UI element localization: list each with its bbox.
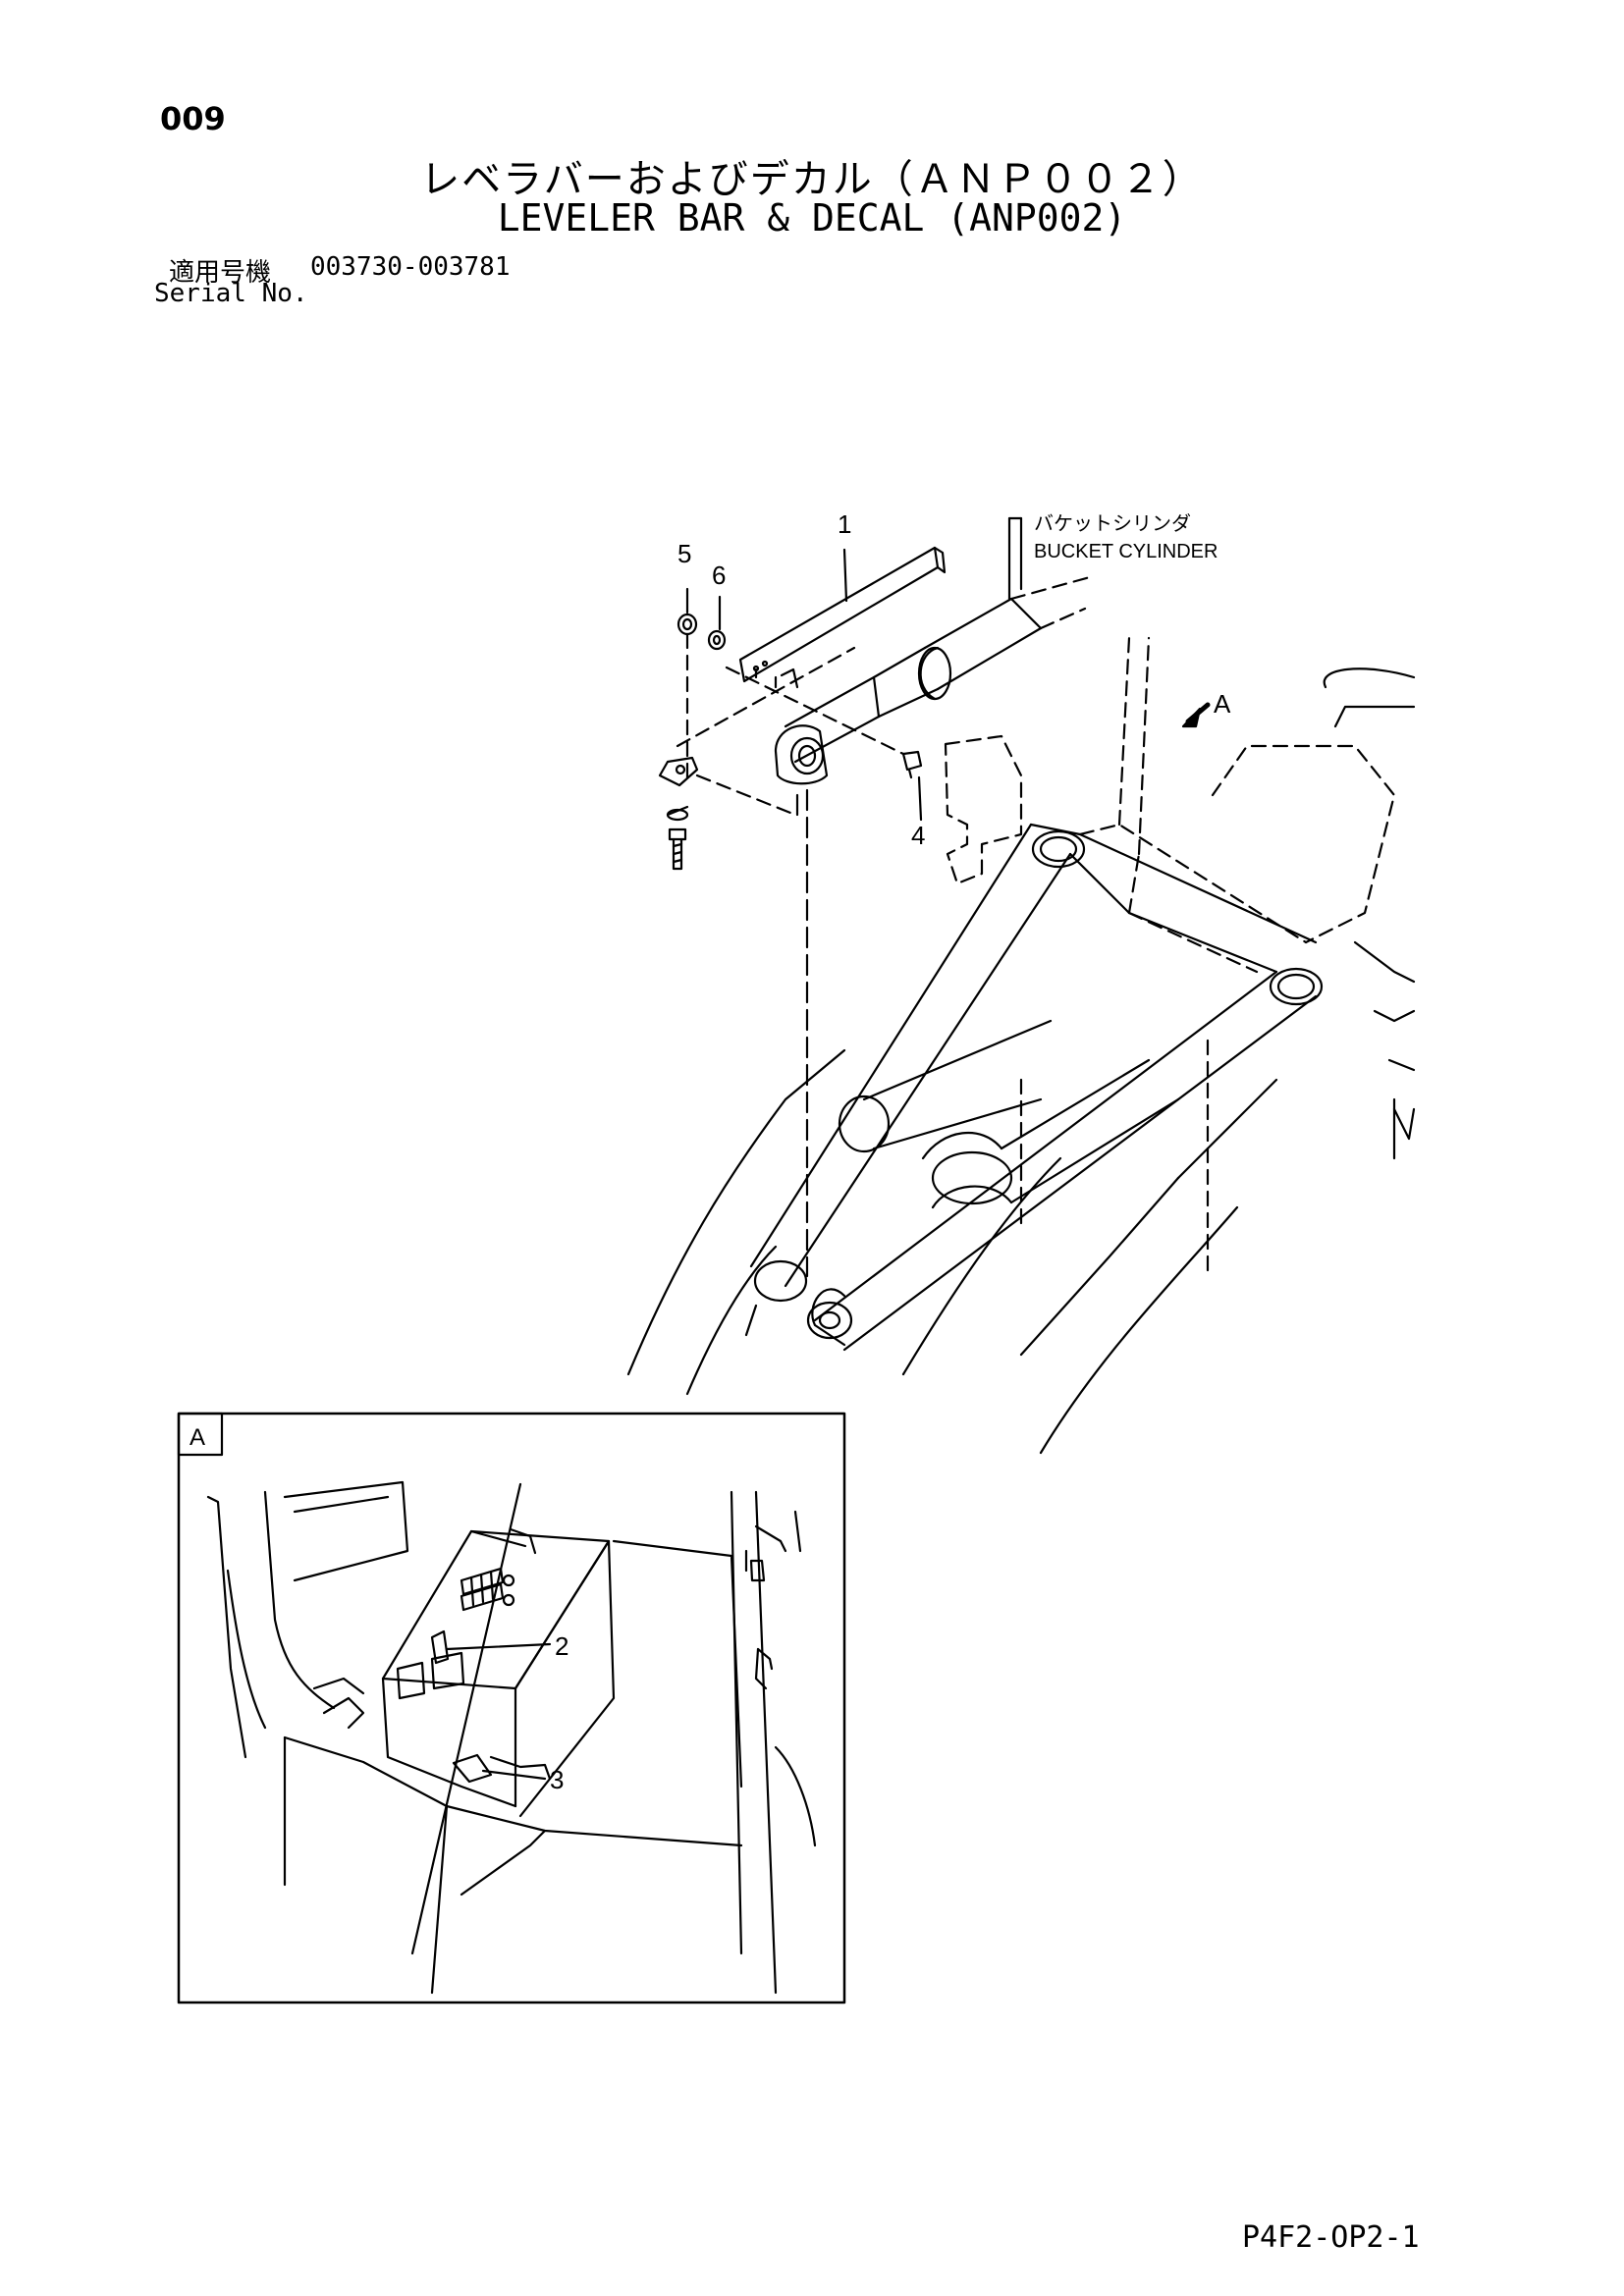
leader-2 (445, 1642, 552, 1651)
lower-washer (666, 805, 689, 822)
nut-part-5 (677, 613, 698, 636)
title-english: LEVELER BAR & DECAL (ANP002) (497, 196, 1127, 240)
serial-label-english: Serial No. (154, 279, 308, 308)
sheet-code: P4F2-OP2-1 (1242, 2220, 1420, 2255)
clamp-collar (774, 724, 829, 785)
callout-1: 1 (838, 509, 851, 539)
callout-3: 3 (550, 1765, 564, 1794)
title-japanese: レベラバーおよびデカル（ＡＮＰ００２） (420, 157, 1204, 202)
lower-bolt (668, 828, 687, 871)
view-arrow-a (1181, 702, 1211, 728)
leader-3 (481, 1769, 547, 1781)
page-number: 009 (160, 100, 226, 137)
detail-view-a-tag (177, 1412, 224, 1457)
callout-2: 2 (555, 1631, 568, 1661)
callout-4: 4 (911, 821, 925, 850)
detail-view-a-frame (177, 1412, 846, 2004)
detail-view-a-label: A (189, 1424, 205, 1451)
washer-part-6 (707, 629, 727, 651)
bucket-cylinder-label-jp: バケットシリンダ (1034, 512, 1191, 535)
callout-6: 6 (712, 561, 726, 590)
serial-range: 003730-003781 (310, 252, 511, 282)
view-arrow-a-label: A (1214, 689, 1231, 719)
loader-frame (626, 636, 1416, 1455)
bucket-cylinder (784, 516, 1092, 764)
leveler-bar (738, 546, 947, 683)
detail-view-a-content (206, 1480, 817, 1995)
bucket-cylinder-label-en: BUCKET CYLINDER (1034, 541, 1218, 562)
bolt-part-4 (901, 750, 923, 779)
serial-label-japanese: 適用号機 (169, 258, 272, 288)
leader-1 (842, 548, 848, 603)
callout-5: 5 (677, 539, 691, 568)
